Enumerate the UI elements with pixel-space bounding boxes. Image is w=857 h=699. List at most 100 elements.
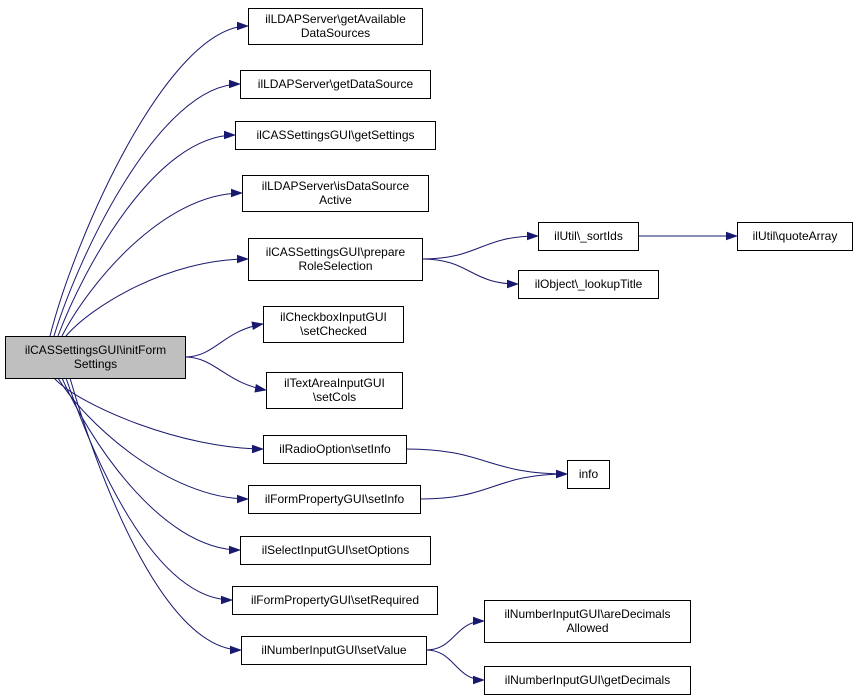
arrowhead: [237, 254, 249, 264]
arrowhead: [473, 675, 485, 685]
node-getSettings[interactable]: ilCASSettingsGUI\getSettings: [235, 121, 436, 150]
node-label: ilLDAPServer\getDataSource: [258, 77, 414, 91]
node-label: ilCASSettingsGUI\initForm: [25, 343, 166, 357]
node-label: ilNumberInputGUI\getDecimals: [505, 673, 670, 687]
node-label: \setCols: [313, 390, 356, 404]
node-setRequired[interactable]: ilFormPropertyGUI\setRequired: [232, 586, 438, 615]
node-label: DataSources: [301, 26, 370, 40]
node-box: [5, 336, 186, 379]
arrowhead: [231, 188, 243, 198]
edge-prepareRoleSelection-to-lookupTitle: [421, 258, 519, 285]
node-label: Allowed: [566, 621, 608, 635]
node-label: ilTextAreaInputGUI: [284, 376, 385, 390]
edge-setValue-to-areDecimalsAllowed: [425, 620, 485, 651]
node-label: ilNumberInputGUI\areDecimals: [504, 607, 670, 621]
node-box: [248, 8, 423, 45]
node-label: ilNumberInputGUI\setValue: [261, 643, 407, 657]
edge-radioSetInfo-to-info: [405, 448, 568, 475]
node-label: \setChecked: [300, 324, 367, 338]
edge-root-to-formPropSetInfo: [57, 377, 249, 500]
node-label: Active: [319, 193, 352, 207]
edge-root-to-getSettings: [57, 134, 236, 337]
arrowhead: [237, 21, 249, 31]
node-setValue[interactable]: ilNumberInputGUI\setValue: [241, 636, 427, 665]
node-box: [248, 485, 421, 514]
node-label: Settings: [74, 357, 117, 371]
node-setOptions[interactable]: ilSelectInputGUI\setOptions: [240, 536, 431, 565]
node-radioSetInfo[interactable]: ilRadioOption\setInfo: [263, 435, 407, 464]
node-label: ilObject\_lookupTitle: [535, 277, 643, 291]
node-info[interactable]: info: [567, 460, 610, 489]
node-box: [266, 372, 403, 409]
node-box: [538, 222, 639, 251]
edge-prepareRoleSelection-to-sortIds: [421, 235, 539, 260]
node-setChecked[interactable]: ilCheckboxInputGUI\setChecked: [263, 306, 404, 343]
arrowhead: [237, 494, 249, 504]
arrowhead: [221, 595, 233, 605]
node-quoteArray[interactable]: ilUtil\quoteArray: [737, 222, 853, 251]
node-box: [240, 70, 431, 99]
arrowhead: [252, 444, 264, 454]
edge-setValue-to-getDecimals: [425, 649, 485, 681]
node-label: ilCASSettingsGUI\getSettings: [256, 128, 414, 142]
edge-formPropSetInfo-to-info: [419, 473, 568, 500]
arrowhead: [230, 645, 242, 655]
arrowhead: [556, 469, 568, 479]
node-box: [248, 238, 423, 281]
node-label: ilRadioOption\setInfo: [279, 442, 391, 456]
node-formPropSetInfo[interactable]: ilFormPropertyGUI\setInfo: [248, 485, 421, 514]
edge-root-to-isDataSourceActive: [61, 192, 243, 337]
arrowhead: [726, 231, 738, 241]
node-label: info: [579, 467, 599, 481]
edge-root-to-prepareRoleSelection: [65, 258, 249, 337]
node-label: ilSelectInputGUI\setOptions: [262, 543, 409, 557]
edge-root-to-setRequired: [65, 377, 233, 601]
arrowhead: [473, 616, 485, 626]
node-box: [484, 600, 691, 643]
node-box: [737, 222, 853, 251]
node-getDecimals[interactable]: ilNumberInputGUI\getDecimals: [484, 666, 691, 695]
edge-root-to-setOptions: [61, 377, 241, 551]
node-label: ilCheckboxInputGUI: [280, 310, 387, 324]
node-box: [263, 306, 404, 343]
edge-root-to-setCols: [184, 356, 267, 391]
node-getDataSource[interactable]: ilLDAPServer\getDataSource: [240, 70, 431, 99]
node-box: [232, 586, 438, 615]
node-lookupTitle[interactable]: ilObject\_lookupTitle: [518, 270, 659, 299]
node-label: ilUtil\quoteArray: [753, 229, 838, 243]
node-setCols[interactable]: ilTextAreaInputGUI\setCols: [266, 372, 403, 409]
arrowhead: [251, 321, 264, 331]
node-label: ilUtil\_sortIds: [554, 229, 623, 243]
node-label: ilCASSettingsGUI\prepare: [266, 245, 406, 259]
arrowhead: [229, 79, 241, 89]
edge-root-to-getDataSource: [53, 83, 241, 337]
arrowhead: [527, 231, 539, 241]
node-label: RoleSelection: [298, 259, 372, 273]
arrowhead: [254, 383, 267, 393]
node-box: [484, 666, 691, 695]
node-box: [567, 460, 610, 489]
node-box: [235, 121, 436, 150]
node-box: [240, 536, 431, 565]
node-label: ilLDAPServer\isDataSource: [262, 179, 410, 193]
node-box: [263, 435, 407, 464]
arrowhead: [507, 279, 519, 289]
node-box: [241, 636, 427, 665]
edge-root-to-getAvailableDataSources: [49, 25, 249, 337]
edge-root-to-setChecked: [184, 323, 264, 358]
node-sortIds[interactable]: ilUtil\_sortIds: [538, 222, 639, 251]
node-box: [242, 175, 429, 212]
node-label: ilFormPropertyGUI\setRequired: [251, 593, 419, 607]
edges-layer: [49, 21, 738, 685]
arrowhead: [229, 545, 241, 555]
arrowhead: [224, 130, 236, 140]
node-label: ilFormPropertyGUI\setInfo: [265, 492, 405, 506]
node-box: [518, 270, 659, 299]
